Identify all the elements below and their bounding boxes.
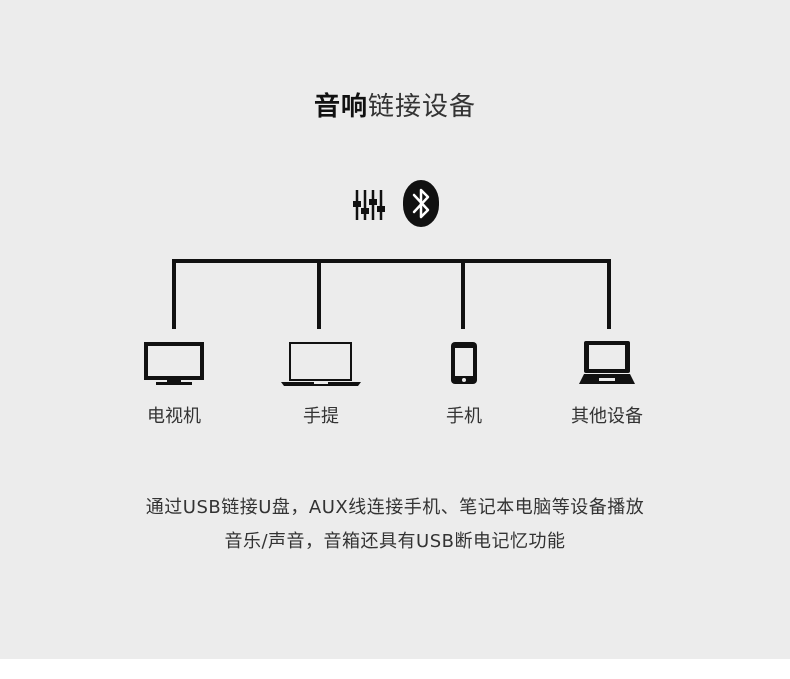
title-light: 链接设备 bbox=[368, 92, 477, 122]
connector-lines bbox=[172, 259, 611, 329]
connection-diagram bbox=[144, 180, 635, 386]
phone-icon bbox=[451, 342, 477, 384]
device-label-tv: 电视机 bbox=[147, 406, 201, 427]
description-line-2: 音乐/声音，音箱还具有USB断电记忆功能 bbox=[224, 531, 566, 552]
laptop-icon bbox=[281, 342, 361, 386]
notebook-icon bbox=[579, 341, 635, 384]
tv-icon bbox=[144, 342, 204, 385]
page-title: 音响链接设备 bbox=[0, 86, 790, 123]
device-label-laptop: 手提 bbox=[303, 406, 339, 427]
description-line-1: 通过USB链接U盘，AUX线连接手机、笔记本电脑等设备播放 bbox=[145, 497, 645, 518]
content-panel: 音响链接设备 bbox=[0, 0, 790, 659]
bluetooth-icon bbox=[403, 180, 439, 227]
equalizer-icon bbox=[353, 190, 385, 220]
title-bold: 音响 bbox=[313, 92, 368, 122]
device-label-other: 其他设备 bbox=[571, 406, 643, 427]
device-label-phone: 手机 bbox=[446, 406, 482, 427]
